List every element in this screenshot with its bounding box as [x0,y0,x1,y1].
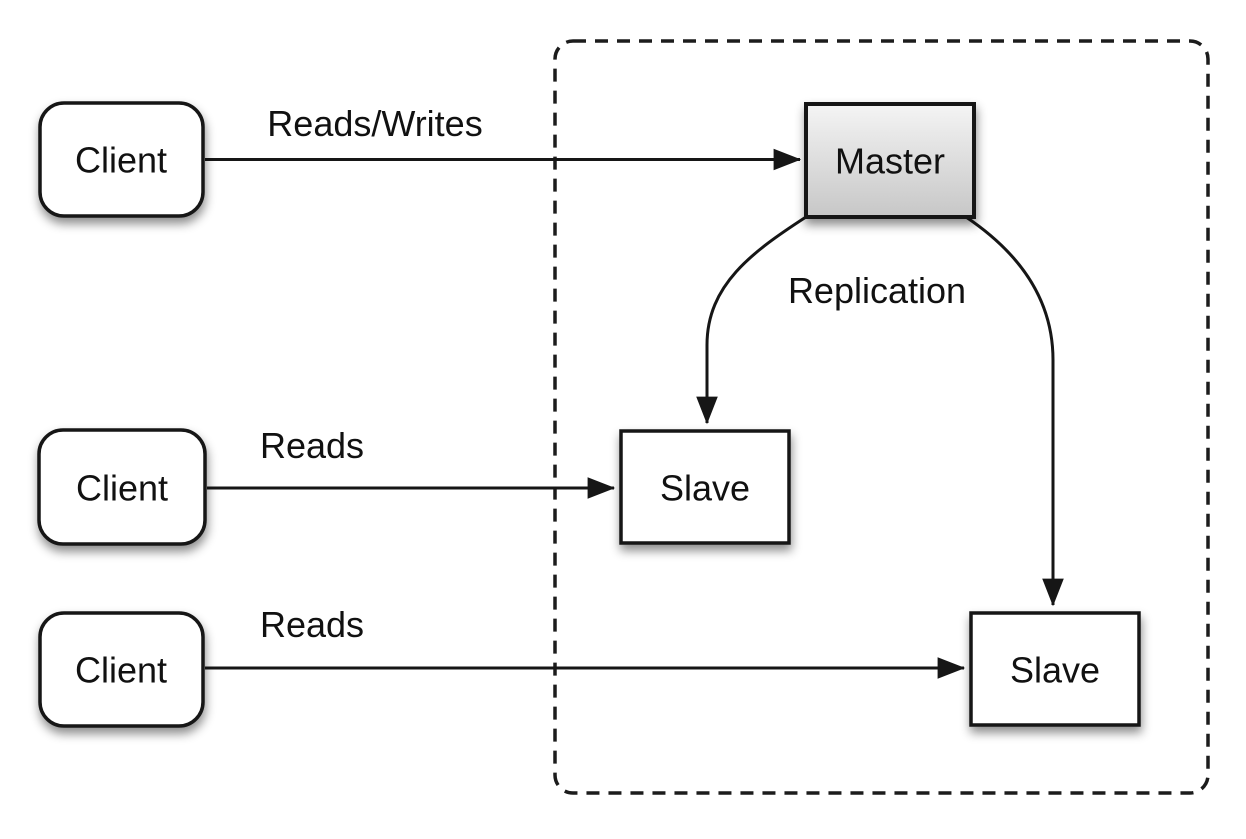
client-3-node: Client [38,611,205,728]
master-node: Master [804,102,976,219]
client-2-label: Client [76,468,168,509]
client-3-label: Client [75,650,167,691]
slave-2-box [969,611,1141,727]
master-label: Master [835,141,945,182]
slave-2-label: Slave [1010,650,1100,691]
client-3-box [38,611,205,728]
client-1-label: Client [75,140,167,181]
slave-1-label: Slave [660,468,750,509]
client-1-node: Client [38,101,205,218]
edge-label-reads-1: Reads [260,425,364,466]
edge-master-slave1-replication [696,215,807,425]
replication-group-boundary [553,39,1210,795]
edge-label-reads-2: Reads [260,604,364,645]
slave-2-node: Slave [969,611,1141,727]
client-1-box [38,101,205,218]
slave-1-box [619,429,791,545]
edge-label-replication: Replication [788,270,966,311]
edge-label-reads-writes: Reads/Writes [267,103,482,144]
master-box [804,102,976,219]
client-2-box [37,428,207,546]
client-2-node: Client [37,428,207,546]
edge-master-slave2-replication [965,215,1064,607]
slave-1-node: Slave [619,429,791,545]
